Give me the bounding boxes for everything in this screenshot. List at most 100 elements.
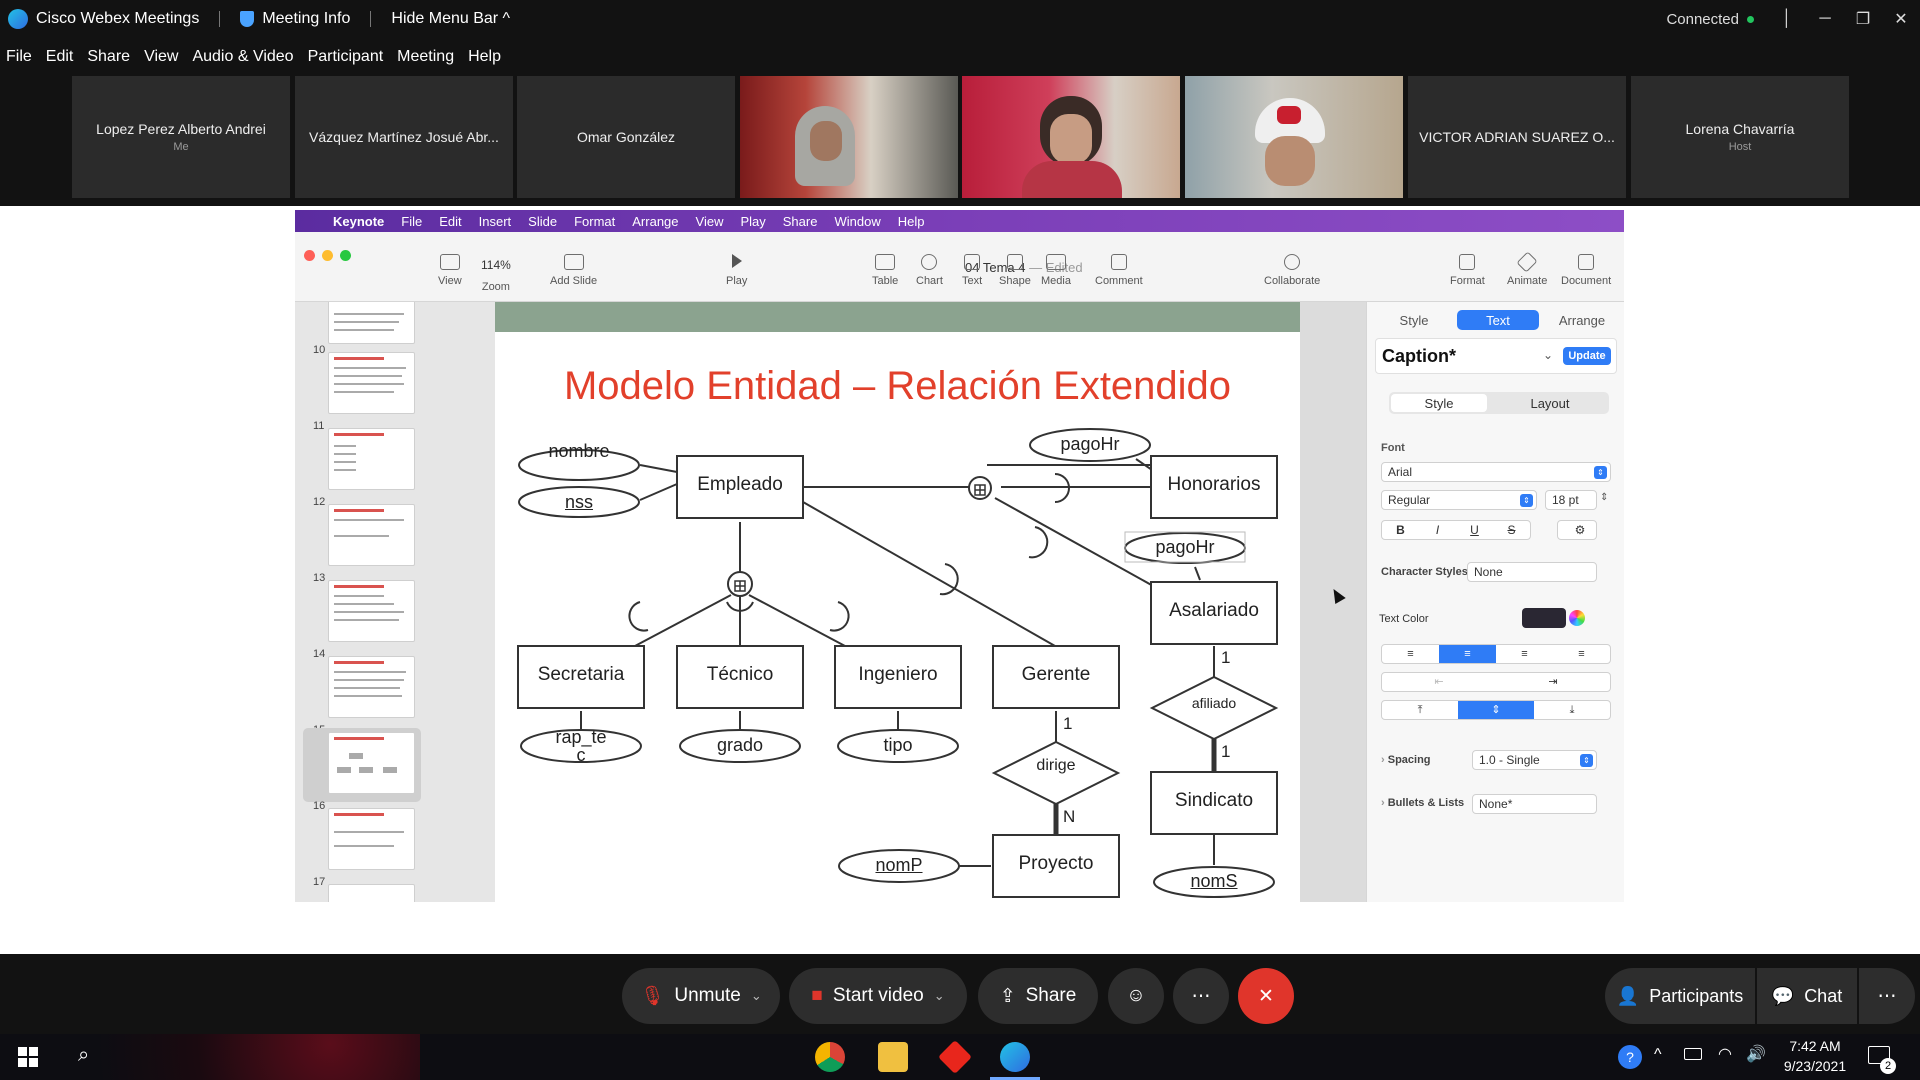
tb-text[interactable]: Text (962, 254, 982, 287)
text-color-swatch[interactable] (1522, 608, 1566, 628)
inspector-tab-arrange[interactable]: Arrange (1558, 312, 1606, 328)
menu-help[interactable]: Help (468, 48, 501, 65)
chrome-icon[interactable] (815, 1042, 845, 1072)
clock-time[interactable]: 7:42 AM (1789, 1038, 1841, 1054)
keynote-menu-insert[interactable]: Insert (478, 213, 512, 229)
tb-comment[interactable]: Comment (1095, 254, 1143, 287)
slide-thumbnail-selected[interactable] (328, 732, 415, 794)
tb-view[interactable]: View (438, 254, 462, 287)
font-size-field[interactable]: 18 pt (1545, 490, 1597, 510)
participant-tile[interactable]: Lopez Perez Alberto Andrei Me (72, 76, 290, 198)
strikethrough-button[interactable]: S (1507, 523, 1516, 537)
participant-tile[interactable]: Lorena Chavarría Host (1631, 76, 1849, 198)
minimize-icon[interactable]: ─ (1819, 10, 1831, 27)
keynote-menu-app[interactable]: Keynote (333, 213, 385, 229)
slide-thumbnail[interactable] (328, 656, 415, 718)
menu-file[interactable]: File (6, 48, 32, 65)
anydesk-icon[interactable] (938, 1040, 972, 1074)
keynote-menu-file[interactable]: File (401, 213, 423, 229)
slide-thumbnail[interactable] (328, 504, 415, 566)
menu-share[interactable]: Share (87, 48, 131, 65)
bullets-popup[interactable]: None* (1472, 794, 1597, 814)
italic-button[interactable]: I (1435, 523, 1440, 537)
meeting-info-button[interactable]: Meeting Info (262, 10, 351, 27)
zoom-traffic-icon[interactable] (340, 250, 351, 261)
slide-thumbnail[interactable] (328, 580, 415, 642)
battery-icon[interactable] (1684, 1048, 1702, 1060)
chat-button[interactable]: 💬 Chat (1757, 968, 1857, 1024)
windows-start-icon[interactable] (18, 1047, 38, 1067)
slide-thumbnail[interactable] (328, 428, 415, 490)
more-options-button[interactable]: ⋯ (1173, 968, 1229, 1024)
slide-thumbnail[interactable] (328, 352, 415, 414)
underline-button[interactable]: U (1470, 523, 1479, 537)
keynote-menu-share[interactable]: Share (782, 213, 818, 229)
align-right-icon[interactable]: ≡ (1521, 648, 1528, 660)
keynote-menu-help[interactable]: Help (897, 213, 925, 229)
tb-media[interactable]: Media (1041, 254, 1071, 287)
align-center-icon[interactable]: ≡ (1439, 645, 1496, 663)
wifi-icon[interactable]: ◠ (1718, 1046, 1732, 1063)
hide-menu-bar-button[interactable]: Hide Menu Bar ^ (391, 10, 511, 27)
align-bottom-icon[interactable]: ⤓ (1569, 704, 1575, 716)
justify-icon[interactable]: ≡ (1578, 648, 1585, 660)
tb-play[interactable]: Play (726, 254, 747, 287)
tb-chart[interactable]: Chart (916, 254, 943, 287)
keynote-menu-arrange[interactable]: Arrange (632, 213, 679, 229)
share-button[interactable]: ⇪ Share (978, 968, 1098, 1024)
keynote-menu-play[interactable]: Play (740, 213, 766, 229)
font-family-popup[interactable]: Arial⇕ (1381, 462, 1611, 482)
search-icon[interactable]: ⌕ (78, 1044, 90, 1066)
restore-icon[interactable]: ❐ (1855, 11, 1871, 28)
participant-tile[interactable]: Vázquez Martínez Josué Abr... (295, 76, 513, 198)
keynote-menu-view[interactable]: View (695, 213, 724, 229)
reactions-button[interactable]: ☺ (1108, 968, 1164, 1024)
tb-animate[interactable]: Animate (1507, 251, 1547, 287)
minimize-traffic-icon[interactable] (322, 250, 333, 261)
increase-indent-icon[interactable]: ⇥ (1548, 676, 1558, 688)
chevron-down-icon[interactable]: ⌄ (933, 988, 945, 1003)
keynote-menu-edit[interactable]: Edit (439, 213, 462, 229)
char-styles-popup[interactable]: None (1467, 562, 1597, 582)
slide-thumbnail[interactable] (328, 884, 415, 902)
tb-table[interactable]: Table (872, 254, 898, 287)
participant-video[interactable] (740, 76, 958, 198)
tb-document[interactable]: Document (1561, 254, 1611, 287)
participant-video[interactable] (1185, 76, 1403, 198)
close-window-icon[interactable]: ✕ (1894, 11, 1908, 28)
tb-collaborate[interactable]: Collaborate (1264, 254, 1320, 287)
volume-icon[interactable]: 🔊 (1746, 1046, 1766, 1063)
clock-date[interactable]: 9/23/2021 (1783, 1058, 1847, 1074)
chevron-up-icon[interactable]: ^ (1654, 1046, 1662, 1063)
menu-audio-video[interactable]: Audio & Video (192, 48, 294, 65)
slide-title[interactable]: Modelo Entidad – Relación Extendido (563, 364, 1232, 408)
gear-options-icon[interactable]: ⚙ (1557, 520, 1597, 540)
slide-thumbnail[interactable] (328, 808, 415, 870)
leave-meeting-button[interactable]: ✕ (1238, 968, 1294, 1024)
close-traffic-icon[interactable] (304, 250, 315, 261)
keynote-menu-window[interactable]: Window (834, 213, 881, 229)
participant-tile[interactable]: VICTOR ADRIAN SUAREZ O... (1408, 76, 1626, 198)
spacing-popup[interactable]: 1.0 - Single⇕ (1472, 750, 1597, 770)
inspector-tab-style[interactable]: Style (1399, 312, 1429, 328)
tb-zoom[interactable]: 114%Zoom (481, 258, 511, 293)
font-weight-popup[interactable]: Regular⇕ (1381, 490, 1537, 510)
help-icon[interactable]: ? (1618, 1045, 1642, 1069)
bullets-label[interactable]: › Bullets & Lists (1381, 797, 1464, 809)
menu-participant[interactable]: Participant (307, 48, 384, 65)
tb-format[interactable]: Format (1450, 254, 1485, 287)
chevron-down-icon[interactable]: ⌄ (750, 988, 762, 1003)
size-stepper-icon[interactable]: ⇕ (1600, 492, 1609, 503)
keynote-menu-format[interactable]: Format (574, 213, 616, 229)
start-video-button[interactable]: ■ Start video ⌄ (789, 968, 967, 1024)
decrease-indent-icon[interactable]: ⇤ (1434, 676, 1444, 688)
menu-meeting[interactable]: Meeting (397, 48, 455, 65)
participant-video[interactable] (962, 76, 1180, 198)
align-middle-icon[interactable]: ⇕ (1458, 701, 1534, 719)
unmute-button[interactable]: 🎙 Unmute ⌄ (622, 968, 780, 1024)
align-top-icon[interactable]: ⤒ (1417, 704, 1423, 716)
menu-view[interactable]: View (144, 48, 179, 65)
align-left-icon[interactable]: ≡ (1407, 648, 1414, 660)
chevron-down-icon[interactable]: ⌄ (1543, 348, 1554, 362)
bold-button[interactable]: B (1396, 523, 1405, 537)
